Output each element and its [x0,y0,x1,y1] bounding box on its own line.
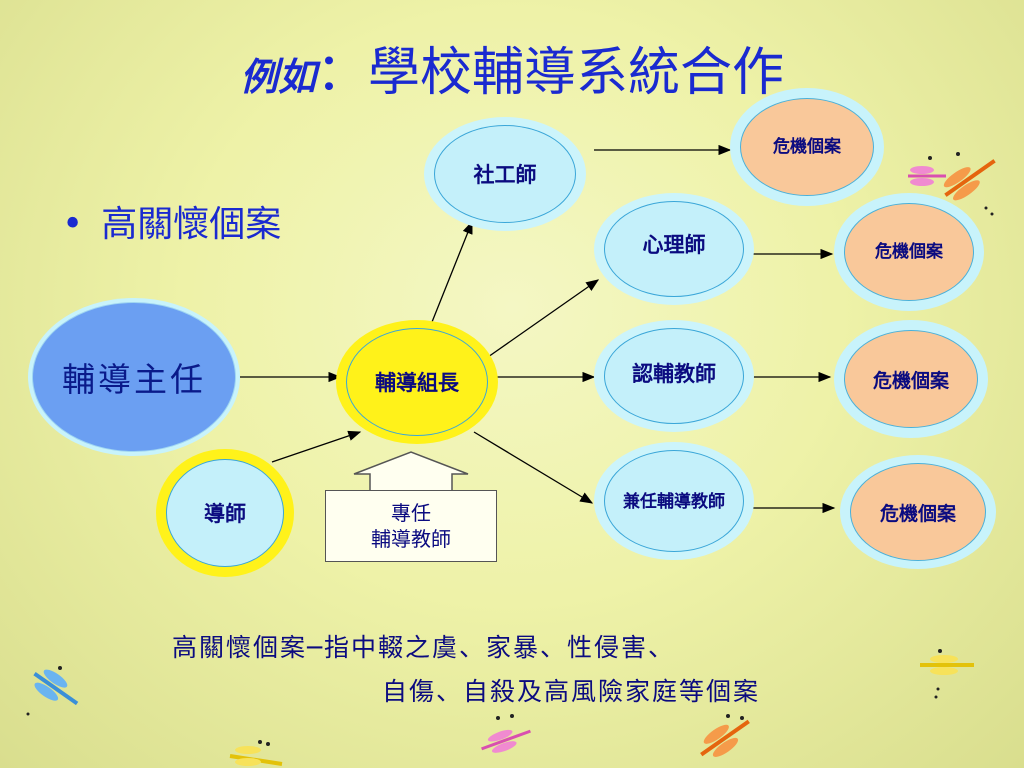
node-homeroom: 導師 [156,449,294,577]
node-crisis-3-label: 危機個案 [872,369,949,392]
dragonfly-icon [908,152,996,216]
dragonfly-icon [481,714,531,753]
fulltime-up-arrow [353,451,469,490]
bullet-item: • 高關懷個案 [62,195,281,247]
arrow-leader-psych [487,279,600,358]
page-title: 例如：學校輔導系統合作 [0,30,1024,105]
title-colon: ： [315,43,368,103]
node-parttime-counselor: 兼任輔導教師 [594,442,754,560]
node-crisis-2: 危機個案 [834,193,984,311]
node-crisis-3: 危機個案 [834,320,988,438]
node-crisis-1-label: 危機個案 [773,136,841,157]
node-psychologist-label: 心理師 [642,232,706,257]
fulltime-counselor-box: 專任 輔導教師 [325,490,497,562]
node-leader-label: 輔導組長 [375,370,459,395]
node-crisis-1: 危機個案 [730,88,884,206]
node-social-worker-label: 社工師 [473,162,537,187]
node-social-worker: 社工師 [424,117,586,231]
node-certified-counselor-label: 認輔教師 [632,361,716,386]
node-leader: 輔導組長 [336,320,498,444]
footer-line2: 自傷、自殺及高風險家庭等個案 [382,677,761,706]
node-crisis-4: 危機個案 [840,455,996,569]
arrow-leader-parttime [473,431,594,504]
arrow-leader-social [431,220,473,323]
fulltime-line1: 專任 [391,501,431,525]
dragonfly-icon [700,714,750,757]
bullet-dot: • [62,204,84,245]
node-parttime-counselor-label: 兼任輔導教師 [623,491,725,512]
fulltime-line2: 輔導教師 [371,527,451,551]
title-main: 學校輔導系統合作 [368,43,785,103]
dragonfly-icon [229,740,283,766]
node-crisis-2-label: 危機個案 [875,241,943,262]
arrow-homeroom-leader [271,430,362,463]
node-director: 輔導主任 [28,298,240,456]
footer-line1: 高關懷個案─指中輟之虞、家暴、性侵害、 [172,633,676,662]
node-crisis-4-label: 危機個案 [879,502,956,525]
bullet-text: 高關懷個案 [101,204,282,245]
node-certified-counselor: 認輔教師 [594,320,754,432]
node-psychologist: 心理師 [594,193,754,305]
node-director-label: 輔導主任 [62,360,206,399]
node-homeroom-label: 導師 [204,501,246,526]
dragonfly-icon [26,666,79,716]
dragonfly-icon [920,649,974,699]
title-prefix: 例如 [239,54,316,99]
